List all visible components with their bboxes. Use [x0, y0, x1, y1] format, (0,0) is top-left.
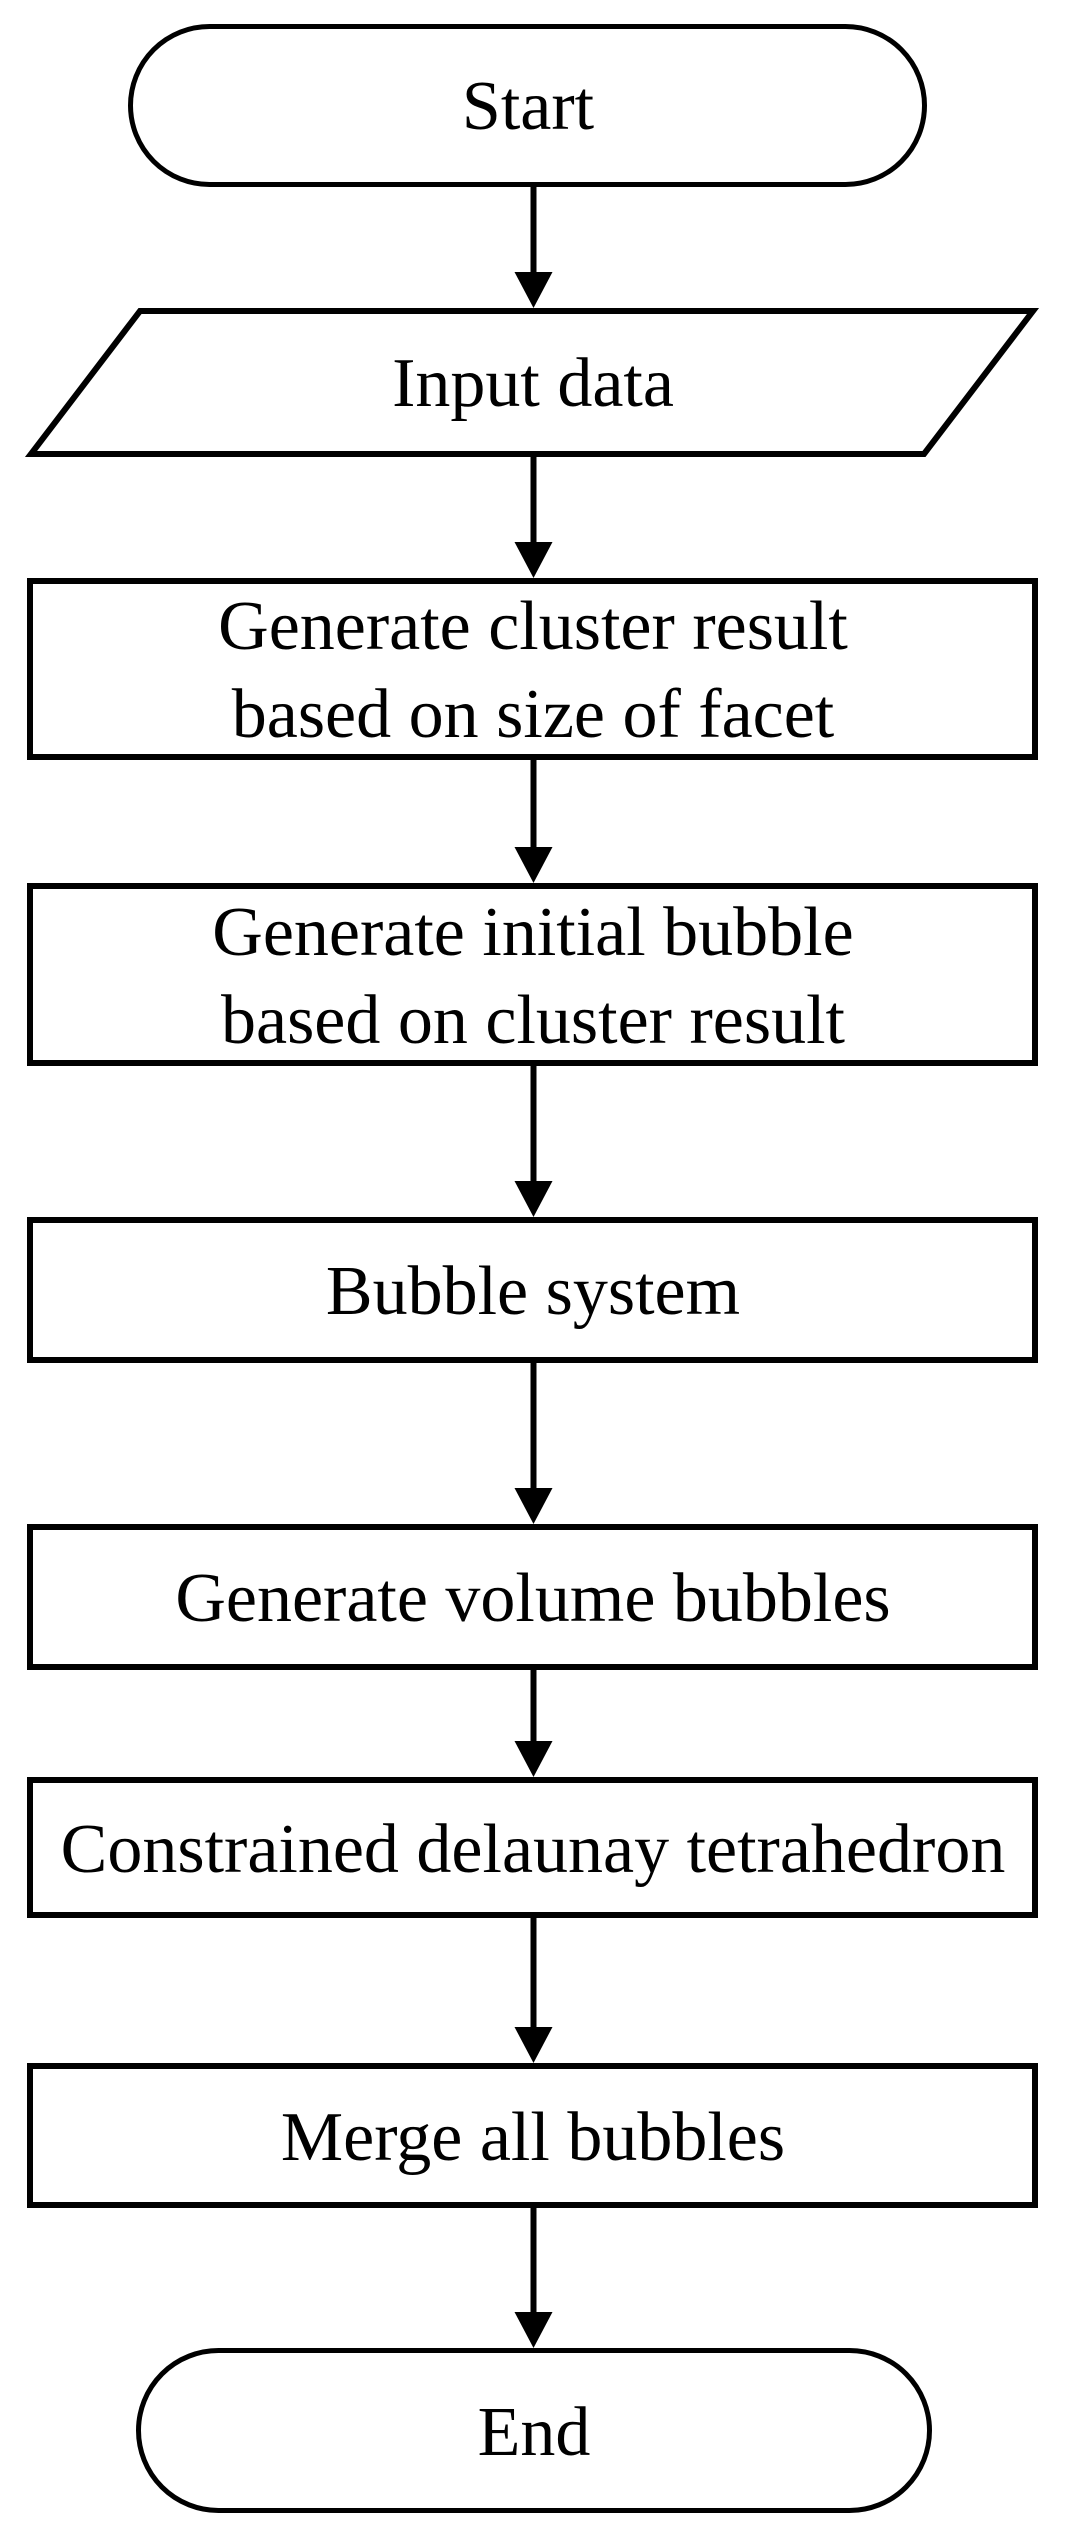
arrowhead [514, 2027, 553, 2063]
arrow-generate-cluster-result-to-generate-initial-bubble [514, 760, 553, 883]
arrow-input-data-to-generate-cluster-result [514, 457, 553, 578]
node-bubble-system: Bubble system [27, 1217, 1038, 1363]
node-label: Bubble system [326, 1253, 740, 1330]
terminator-shape [136, 2348, 932, 2513]
process-shape [27, 1777, 1038, 1918]
node-label: Generate volume bubbles [175, 1560, 890, 1637]
arrow-generate-volume-bubbles-to-constrained-delaunay-tetrahedron [514, 1670, 553, 1777]
arrow-generate-initial-bubble-to-bubble-system [514, 1066, 553, 1217]
node-constrained-delaunay-tetrahedron: Constrained delaunay tetrahedron [27, 1777, 1038, 1918]
node-label-line1: Generate initial bubble [212, 894, 853, 971]
node-label: Merge all bubbles [281, 2099, 785, 2176]
arrow-bubble-system-to-generate-volume-bubbles [514, 1363, 553, 1524]
node-label: Start [462, 68, 595, 145]
terminator-shape [128, 24, 927, 187]
node-generate-cluster-result: Generate cluster result based on size of… [27, 578, 1038, 760]
arrowhead [514, 2312, 553, 2348]
arrow-start-to-input-data [514, 187, 553, 308]
arrowhead [514, 1741, 553, 1777]
arrowhead [514, 1181, 553, 1217]
process-shape [27, 578, 1038, 760]
arrow-merge-all-bubbles-to-end [514, 2208, 553, 2348]
process-shape [27, 883, 1038, 1066]
process-shape [27, 2063, 1038, 2208]
arrowhead [514, 272, 553, 308]
node-label: End [478, 2394, 591, 2471]
node-label-line2: based on cluster result [221, 982, 846, 1059]
node-input-data: Input data [24, 308, 1040, 457]
node-end: End [136, 2348, 932, 2513]
arrowhead [514, 847, 553, 883]
arrowhead [514, 1488, 553, 1524]
arrowhead [514, 542, 553, 578]
process-shape [27, 1217, 1038, 1363]
node-merge-all-bubbles: Merge all bubbles [27, 2063, 1038, 2208]
node-generate-volume-bubbles: Generate volume bubbles [27, 1524, 1038, 1670]
node-label: Input data [392, 345, 674, 422]
node-start: Start [128, 24, 927, 187]
node-generate-initial-bubble: Generate initial bubble based on cluster… [27, 883, 1038, 1066]
node-label-line2: based on size of facet [232, 676, 835, 753]
node-label-line1: Generate cluster result [218, 588, 848, 665]
process-shape [27, 1524, 1038, 1670]
parallelogram-shape [24, 308, 1040, 457]
arrow-constrained-delaunay-tetrahedron-to-merge-all-bubbles [514, 1918, 553, 2063]
node-label: Constrained delaunay tetrahedron [61, 1811, 1006, 1888]
